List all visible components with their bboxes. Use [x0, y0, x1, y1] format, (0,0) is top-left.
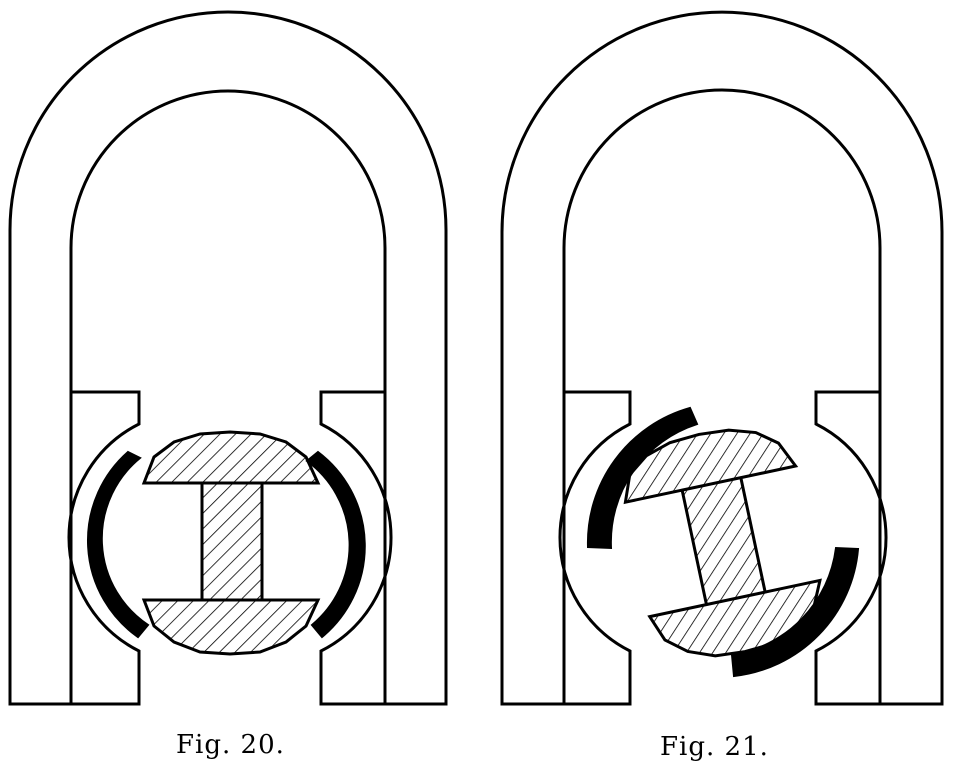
pole-piece-left-fig20 [67, 390, 141, 706]
field-magnet-fig21 [500, 10, 944, 706]
shoe-right-fig20 [305, 450, 366, 639]
armature-fig20 [141, 430, 321, 656]
figure-20 [8, 10, 448, 706]
armature-core-fig20 [141, 430, 321, 656]
pole-piece-right-fig21 [814, 390, 888, 706]
figure-caption-21: Fig. 21. [660, 732, 769, 762]
shoe-upper-fig21 [586, 406, 699, 550]
pole-piece-right-fig20 [319, 390, 393, 706]
pole-piece-left-fig21 [558, 390, 632, 706]
shoe-left-fig20 [87, 450, 150, 639]
field-magnet-fig20 [8, 10, 448, 706]
figure-21 [500, 10, 944, 706]
figure-caption-20: Fig. 20. [176, 730, 285, 760]
shoe-lower-fig21 [730, 546, 860, 678]
